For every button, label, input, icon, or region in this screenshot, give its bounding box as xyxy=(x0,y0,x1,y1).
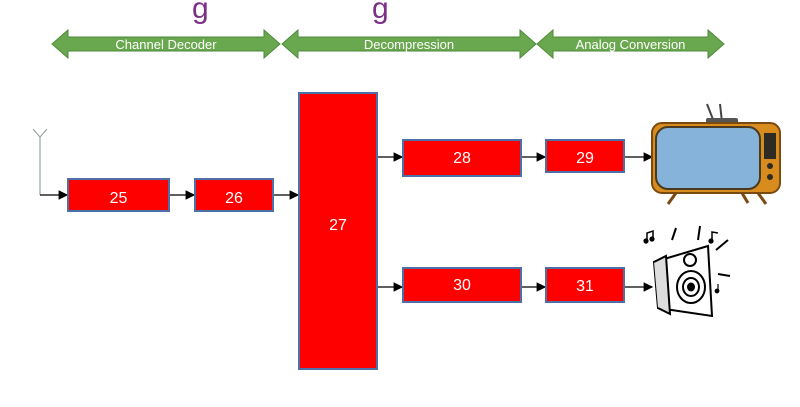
stage-arrow-analog-conversion xyxy=(536,28,725,60)
stage-label-analog-conversion: Analog Conversion xyxy=(575,37,686,52)
television-icon xyxy=(651,103,781,205)
block-25: 25 xyxy=(67,178,170,212)
block-31: 31 xyxy=(545,267,625,303)
block-26: 26 xyxy=(194,178,274,212)
block-27: 27 xyxy=(298,92,378,370)
block-29: 29 xyxy=(545,139,625,173)
stage-label-decompression: Decompression xyxy=(363,37,455,52)
block-28: 28 xyxy=(402,139,522,177)
block-30: 30 xyxy=(402,267,522,303)
stage-label-channel-decoder: Channel Decoder xyxy=(115,37,217,52)
stage-arrow-channel-decoder xyxy=(51,28,281,60)
title-fragment-2: g xyxy=(372,0,389,25)
stage-arrow-decompression xyxy=(281,28,537,60)
title-fragment-1: g xyxy=(192,0,209,25)
speaker-icon xyxy=(643,225,731,318)
antenna-icon xyxy=(32,128,48,195)
